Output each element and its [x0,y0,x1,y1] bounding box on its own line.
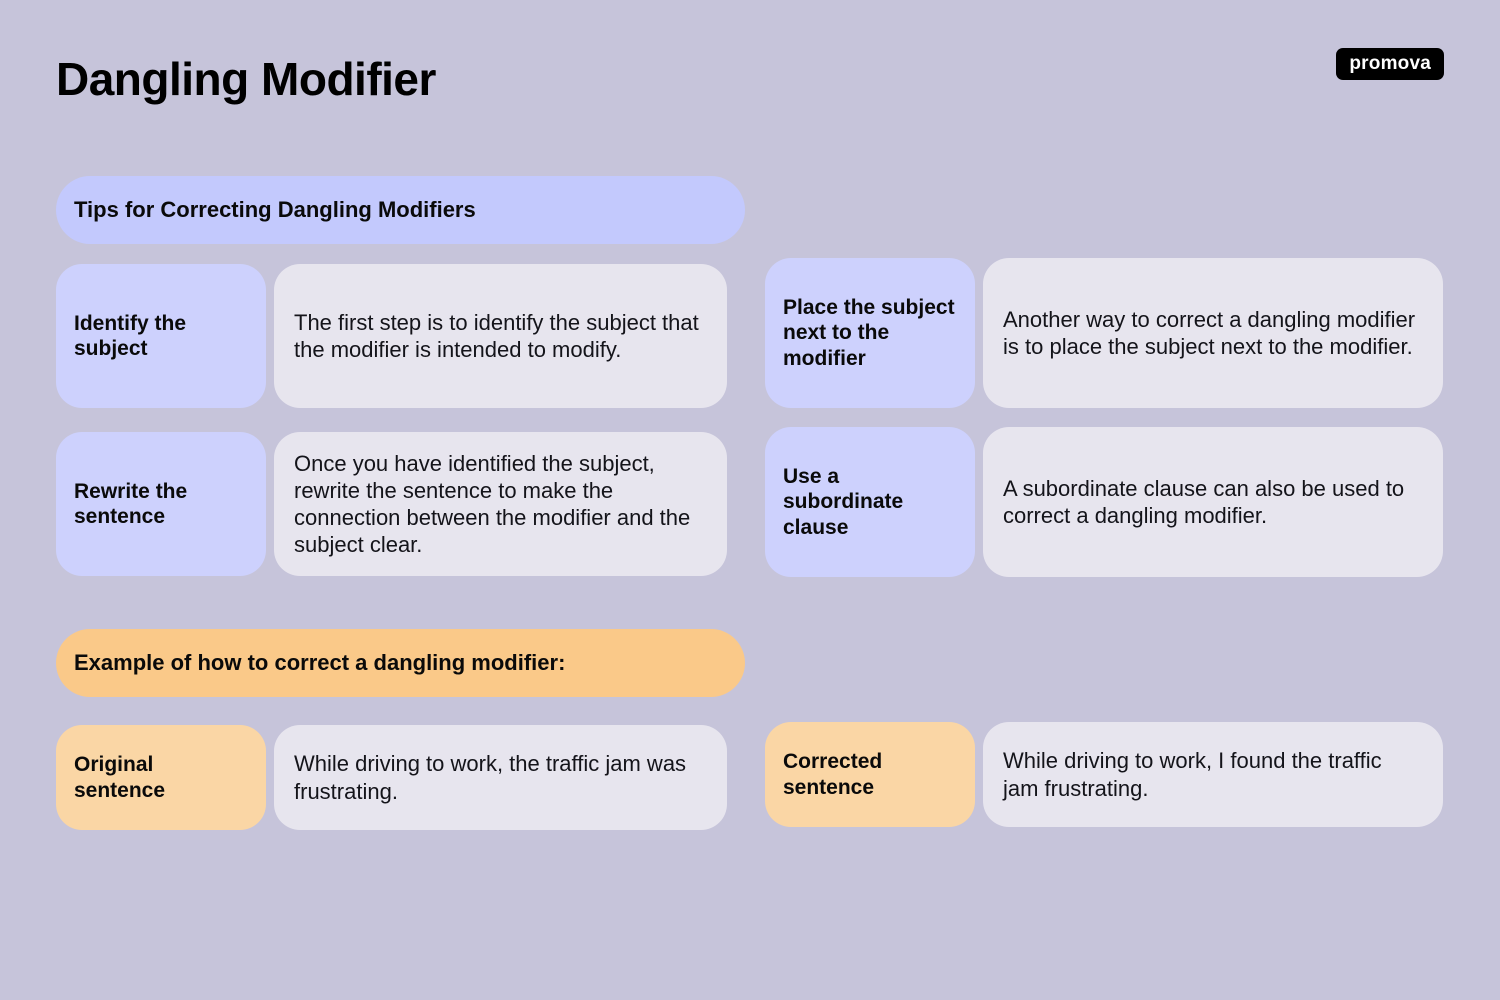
tips-section-banner-label: Tips for Correcting Dangling Modifiers [74,197,476,222]
example-description-original-sentence: While driving to work, the traffic jam w… [274,725,727,830]
tip-description-text: The first step is to identify the subjec… [294,309,699,362]
tip-label-text: Use a subordinate clause [783,465,904,539]
example-label-corrected-sentence: Corrected sentence [765,722,975,827]
example-label-text: Original sentence [74,753,166,802]
tip-label-rewrite-the-sentence: Rewrite the sentence [56,432,266,576]
example-description-text: While driving to work, the traffic jam w… [294,751,687,804]
example-description-text: While driving to work, I found the traff… [1003,748,1382,801]
tip-label-text: Rewrite the sentence [74,479,188,528]
tip-description-text: Once you have identified the subject, re… [294,450,691,558]
example-row-corrected-sentence: Corrected sentence While driving to work… [765,722,1443,827]
tip-description-identify-the-subject: The first step is to identify the subjec… [274,264,727,408]
tip-label-text: Place the subject next to the modifier [783,296,955,370]
tip-row-identify-the-subject: Identify the subject The first step is t… [56,264,727,408]
card-gap [266,264,274,408]
tip-description-place-the-subject-next-to-the-modifier: Another way to correct a dangling modifi… [983,258,1443,408]
card-gap [975,427,983,577]
tip-label-place-the-subject-next-to-the-modifier: Place the subject next to the modifier [765,258,975,408]
example-section-banner-label: Example of how to correct a dangling mod… [74,650,566,675]
tip-label-use-a-subordinate-clause: Use a subordinate clause [765,427,975,577]
tip-row-place-the-subject-next-to-the-modifier: Place the subject next to the modifier A… [765,258,1443,408]
card-gap [266,432,274,576]
example-label-text: Corrected sentence [783,750,883,799]
example-label-original-sentence: Original sentence [56,725,266,830]
card-gap [975,258,983,408]
card-gap [975,722,983,827]
tip-row-rewrite-the-sentence: Rewrite the sentence Once you have ident… [56,432,727,576]
tips-section-banner: Tips for Correcting Dangling Modifiers [56,176,745,244]
tip-description-use-a-subordinate-clause: A subordinate clause can also be used to… [983,427,1443,577]
tip-label-identify-the-subject: Identify the subject [56,264,266,408]
tip-row-use-a-subordinate-clause: Use a subordinate clause A subordinate c… [765,427,1443,577]
tip-label-text: Identify the subject [74,311,187,360]
tip-description-rewrite-the-sentence: Once you have identified the subject, re… [274,432,727,576]
page-title: Dangling Modifier [56,53,436,105]
tip-description-text: Another way to correct a dangling modifi… [1003,306,1416,359]
promova-logo: promova [1336,48,1444,80]
example-row-original-sentence: Original sentence While driving to work,… [56,725,727,830]
example-section-banner: Example of how to correct a dangling mod… [56,629,745,697]
card-gap [266,725,274,830]
example-description-corrected-sentence: While driving to work, I found the traff… [983,722,1443,827]
tip-description-text: A subordinate clause can also be used to… [1003,475,1405,528]
